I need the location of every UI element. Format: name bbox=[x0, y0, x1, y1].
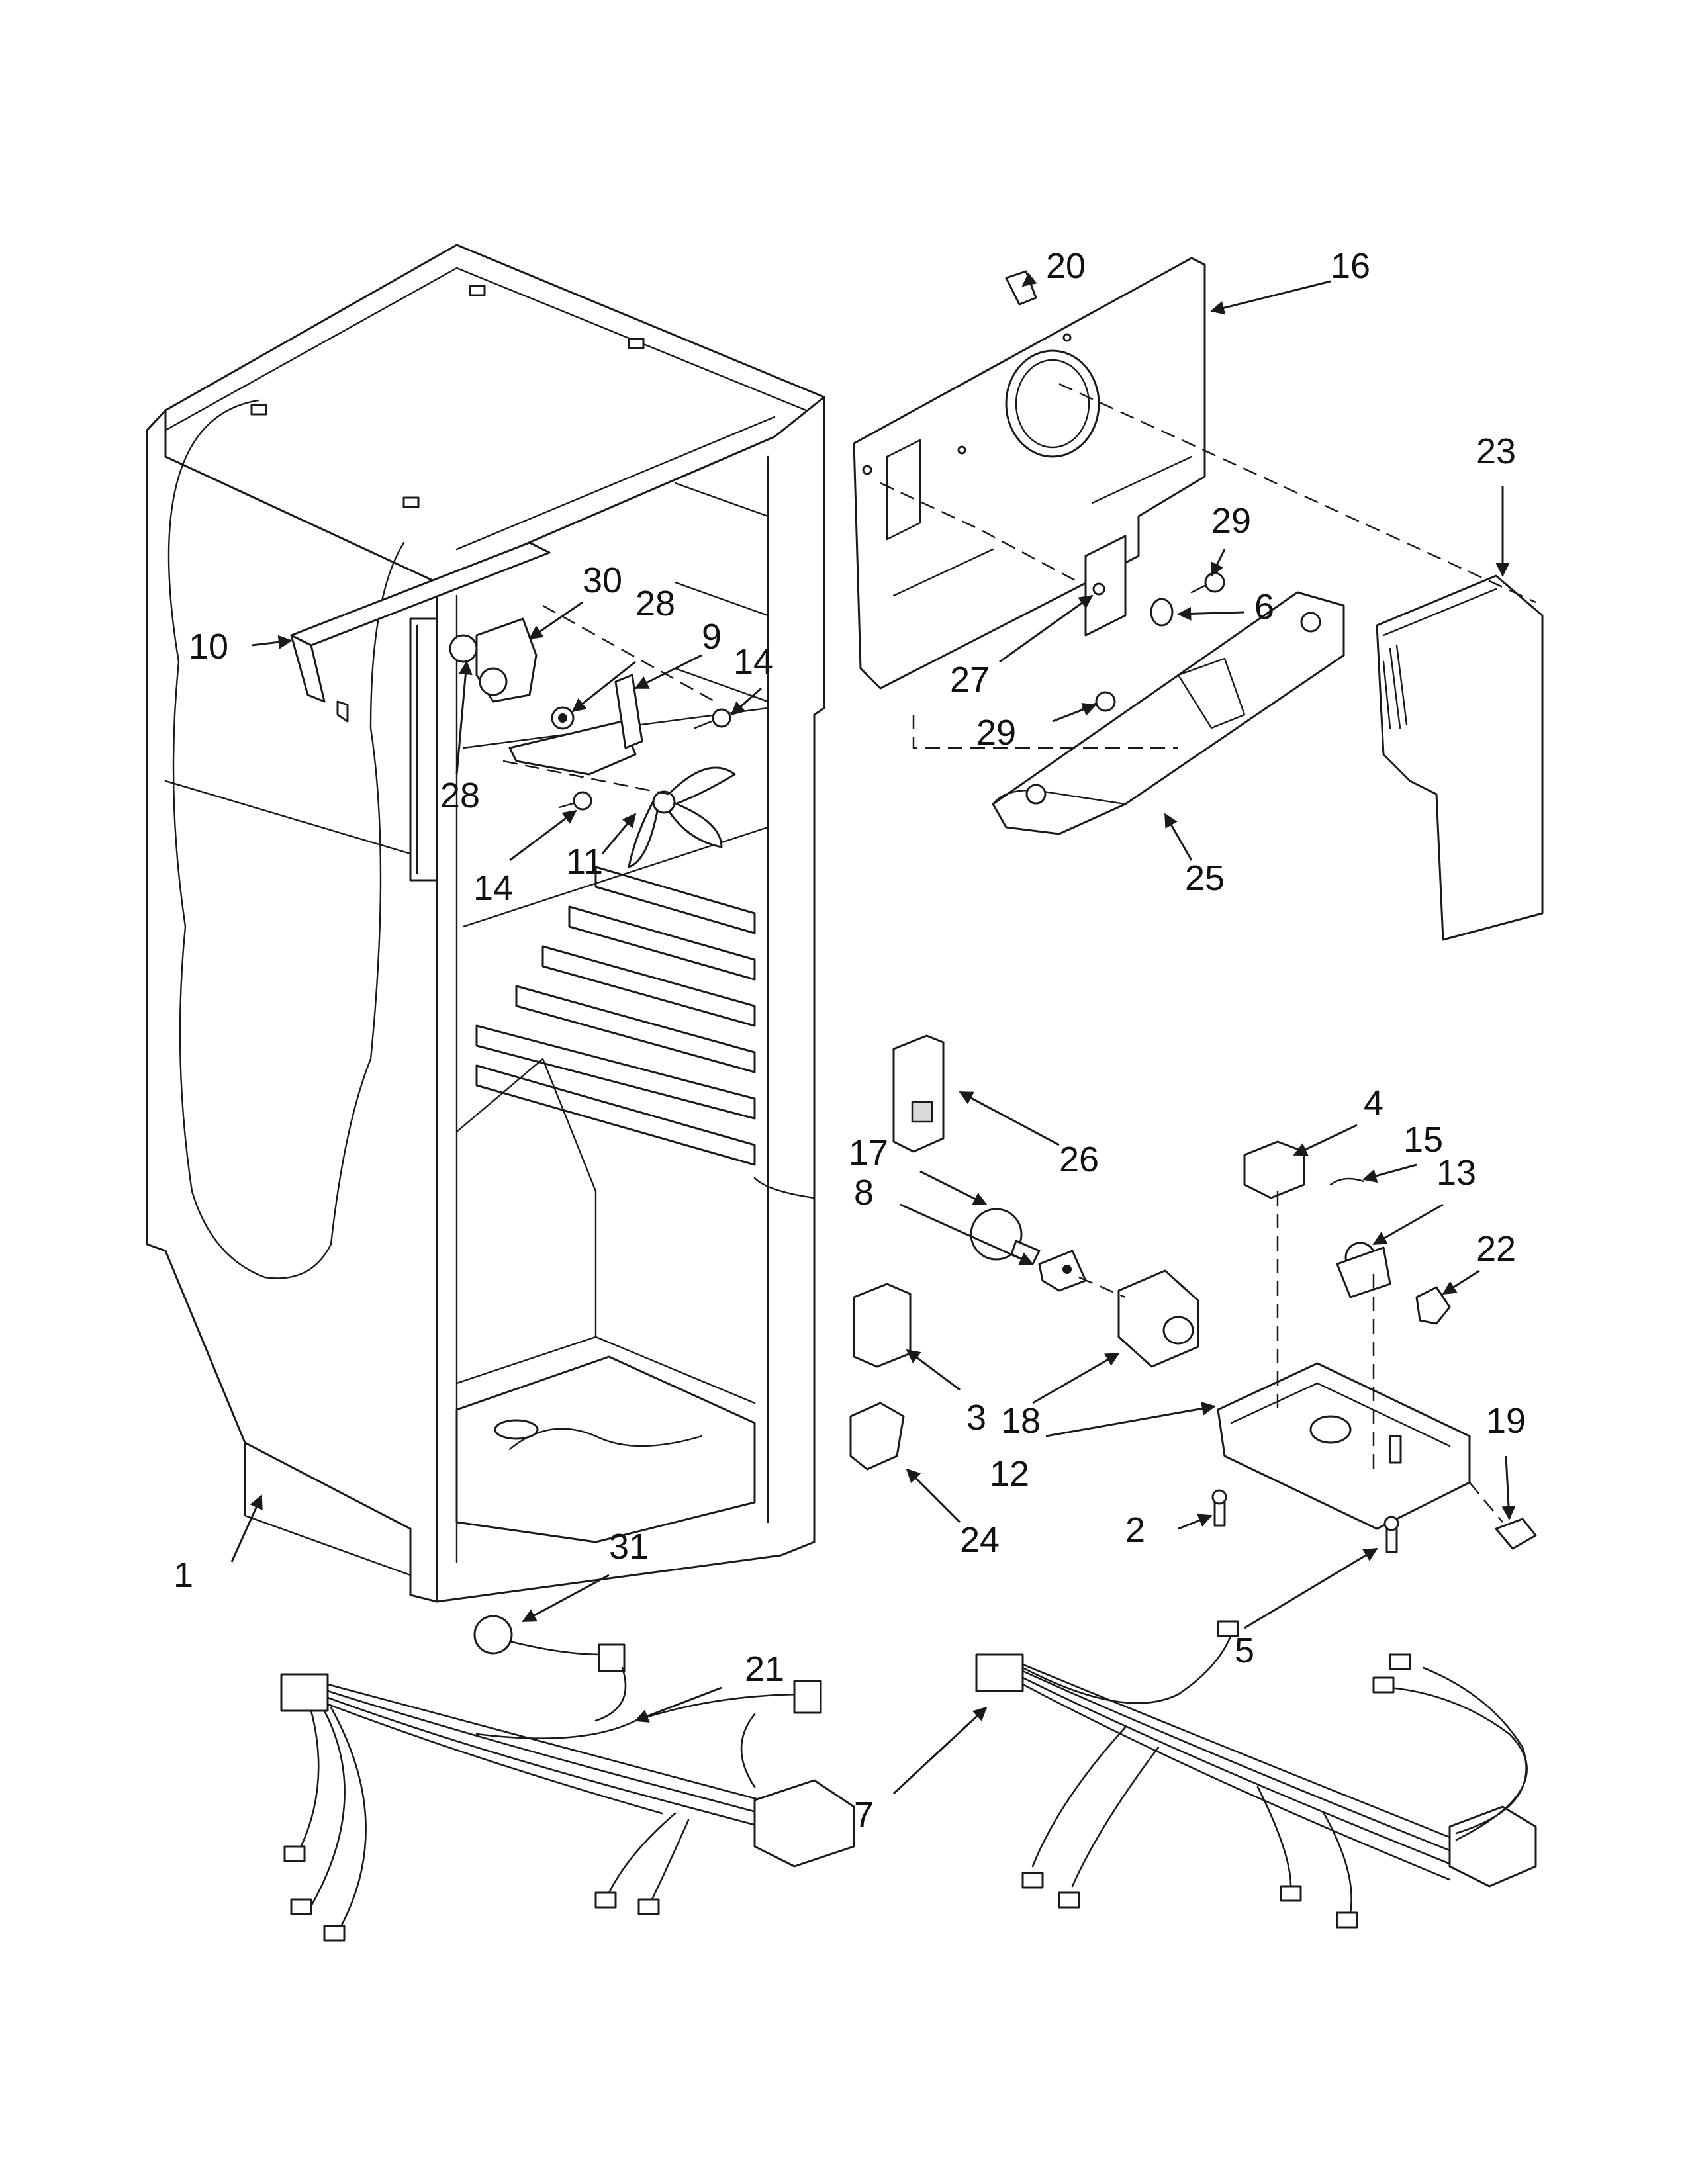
screw-29-upper bbox=[1190, 572, 1225, 594]
fan-hardware-dashed-lines bbox=[502, 604, 716, 796]
damper-control-4 bbox=[1243, 1140, 1305, 1199]
callout-9: 9 bbox=[702, 617, 722, 657]
panel-bracket-27 bbox=[1084, 535, 1127, 637]
callout-31: 31 bbox=[609, 1527, 649, 1567]
callout-8: 8 bbox=[854, 1173, 874, 1212]
fan-blade bbox=[628, 766, 736, 868]
callout-26: 26 bbox=[1059, 1140, 1099, 1179]
fan-motor-bracket bbox=[290, 541, 551, 723]
plug-6 bbox=[1150, 598, 1174, 627]
panel-dashed-lines bbox=[880, 383, 1536, 749]
callout-13: 13 bbox=[1436, 1153, 1476, 1193]
switch-3 bbox=[853, 1283, 912, 1368]
callout-23: 23 bbox=[1476, 432, 1516, 471]
wire-harness-7 bbox=[975, 1620, 1537, 1929]
air-diffuser bbox=[1376, 574, 1544, 941]
callout-25: 25 bbox=[1185, 858, 1225, 898]
screw-2 bbox=[1211, 1489, 1227, 1527]
fan-grommet bbox=[551, 706, 575, 730]
light-shield-26 bbox=[892, 1034, 945, 1153]
callout-29a: 29 bbox=[1211, 501, 1251, 541]
callout-10: 10 bbox=[189, 627, 228, 666]
callout-22: 22 bbox=[1476, 1229, 1516, 1269]
callout-24: 24 bbox=[960, 1520, 1000, 1560]
freezer-back-panel bbox=[853, 257, 1206, 690]
screw-14-upper bbox=[694, 708, 731, 729]
fan-motor bbox=[449, 617, 538, 703]
callout-14b: 14 bbox=[473, 868, 513, 908]
callout-2: 2 bbox=[1125, 1510, 1145, 1550]
knob-22 bbox=[1415, 1286, 1451, 1325]
clip-20 bbox=[1005, 270, 1037, 306]
callout-20: 20 bbox=[1046, 246, 1086, 286]
refrigerator-liner bbox=[146, 244, 825, 1603]
callout-27: 27 bbox=[950, 660, 990, 700]
callout-17: 17 bbox=[849, 1133, 888, 1173]
callout-29b: 29 bbox=[976, 713, 1016, 752]
callout-18: 18 bbox=[1001, 1401, 1041, 1441]
switch-24 bbox=[849, 1402, 905, 1471]
capillary-clip-15 bbox=[1329, 1177, 1365, 1186]
callout-4: 4 bbox=[1364, 1083, 1383, 1123]
thermostat-13 bbox=[1336, 1242, 1391, 1298]
callout-15: 15 bbox=[1403, 1120, 1443, 1160]
thermistor-31 bbox=[473, 1615, 626, 1672]
motor-mount-bracket bbox=[508, 674, 643, 776]
light-bulb-17 bbox=[970, 1208, 1041, 1265]
callout-7: 7 bbox=[854, 1795, 874, 1835]
control-housing-12 bbox=[1217, 1362, 1471, 1530]
callout-labels: 1 2 3 4 5 6 7 8 9 10 11 12 13 14 14 15 1… bbox=[173, 246, 1526, 1835]
light-lens-18 bbox=[1117, 1269, 1199, 1368]
callout-28b: 28 bbox=[440, 776, 480, 815]
connector-19 bbox=[1495, 1518, 1537, 1550]
control-housing bbox=[992, 591, 1345, 835]
callout-6: 6 bbox=[1254, 587, 1274, 627]
lamp-socket-8 bbox=[1038, 1250, 1087, 1292]
callout-16: 16 bbox=[1331, 246, 1370, 286]
lamp-dashed-lines bbox=[1078, 1191, 1503, 1523]
callout-28a: 28 bbox=[635, 584, 675, 623]
screw-5 bbox=[1383, 1516, 1399, 1553]
callout-30: 30 bbox=[583, 561, 622, 600]
callout-19: 19 bbox=[1486, 1401, 1526, 1441]
callout-5: 5 bbox=[1235, 1631, 1254, 1670]
wire-harness-21 bbox=[280, 1666, 855, 1942]
callout-1: 1 bbox=[173, 1555, 193, 1595]
callout-3: 3 bbox=[966, 1398, 986, 1437]
callout-14a: 14 bbox=[733, 642, 773, 682]
screw-14-lower bbox=[558, 791, 592, 811]
callout-21: 21 bbox=[745, 1649, 784, 1689]
callout-12: 12 bbox=[990, 1454, 1029, 1494]
leader-lines bbox=[230, 272, 1516, 1795]
callout-11: 11 bbox=[566, 842, 603, 882]
